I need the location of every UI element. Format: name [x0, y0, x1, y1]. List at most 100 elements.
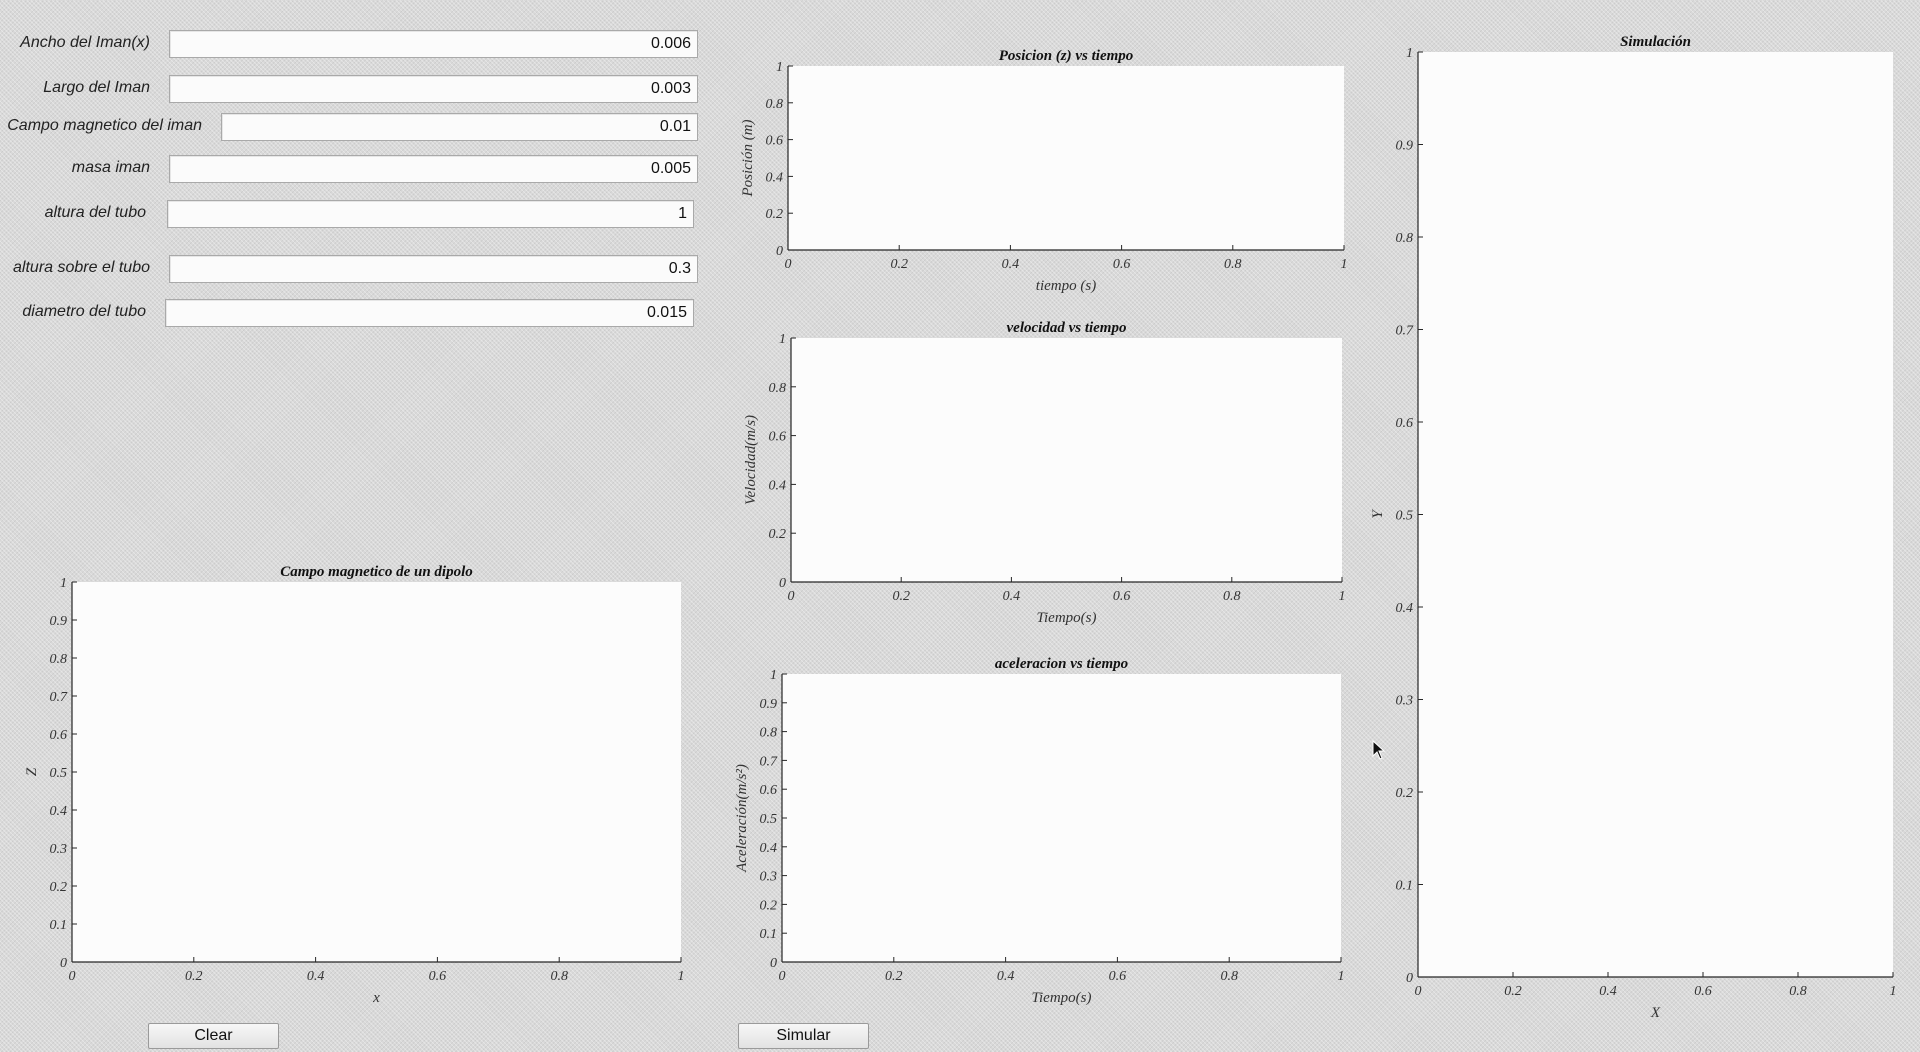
ancho-input[interactable]: 0.006	[169, 30, 698, 58]
y-tick-label: 0.9	[1396, 139, 1414, 154]
y-tick-label: 0.6	[766, 134, 784, 149]
y-tick-label: 0.4	[766, 170, 784, 185]
y-tick-label: 0.9	[760, 697, 778, 712]
x-tick-label: 0.4	[1599, 984, 1617, 999]
y-tick-label: 0	[776, 244, 783, 259]
x-axis-label: tiempo (s)	[1036, 278, 1096, 294]
plot-area-simulacion	[1418, 52, 1893, 977]
y-tick-label: 1	[776, 60, 783, 75]
y-tick-label: 0.2	[766, 207, 784, 222]
label-ancho: Ancho del Iman(x)	[20, 34, 150, 51]
y-tick-label: 0.2	[50, 880, 68, 895]
y-tick-label: 0.3	[1396, 694, 1414, 709]
x-tick-label: 1	[1339, 589, 1346, 604]
y-tick-label: 1	[770, 668, 777, 683]
x-tick-label: 0.4	[307, 969, 325, 984]
label-diametro: diametro del tubo	[22, 303, 146, 320]
x-axis-label: Tiempo(s)	[1032, 990, 1092, 1006]
altura-tubo-input[interactable]: 1	[167, 200, 694, 228]
chart-title: Simulación	[1620, 34, 1691, 50]
clear-button[interactable]: Clear	[148, 1023, 279, 1049]
x-tick-label: 0.6	[1109, 969, 1127, 984]
x-tick-label: 0.6	[1113, 589, 1131, 604]
y-tick-label: 0	[1406, 971, 1413, 986]
y-tick-label: 0.4	[769, 478, 787, 493]
masa-input[interactable]: 0.005	[169, 155, 698, 183]
chart-title: Campo magnetico de un dipolo	[280, 564, 473, 580]
y-tick-label: 0.4	[760, 841, 778, 856]
x-tick-label: 0.8	[1223, 589, 1241, 604]
y-tick-label: 0.3	[50, 842, 68, 857]
label-campo: Campo magnetico del iman	[7, 117, 202, 134]
x-tick-label: 0.2	[885, 969, 903, 984]
y-tick-label: 1	[1406, 46, 1413, 61]
y-tick-label: 0	[60, 956, 67, 971]
x-tick-label: 0	[779, 969, 786, 984]
y-axis-label: Z	[24, 767, 40, 776]
x-tick-label: 0.8	[1220, 969, 1238, 984]
x-tick-label: 0.2	[890, 257, 908, 272]
label-largo: Largo del Iman	[43, 79, 150, 96]
x-tick-label: 0.8	[1789, 984, 1807, 999]
y-axis-label: Velocidad(m/s)	[743, 415, 759, 505]
plot-area-aceleracion	[782, 674, 1341, 962]
x-tick-label: 1	[1338, 969, 1345, 984]
y-axis-label: Y	[1370, 509, 1386, 519]
y-tick-label: 0.2	[1396, 786, 1414, 801]
x-tick-label: 0.4	[997, 969, 1015, 984]
y-tick-label: 0.9	[50, 614, 68, 629]
y-tick-label: 0.8	[769, 381, 787, 396]
x-tick-label: 0.8	[550, 969, 568, 984]
chart-title: velocidad vs tiempo	[1007, 320, 1127, 336]
x-tick-label: 0.4	[1002, 257, 1020, 272]
y-tick-label: 0.7	[1396, 324, 1415, 339]
x-tick-label: 0.2	[1504, 984, 1522, 999]
x-axis-label: x	[372, 990, 380, 1006]
campo-input[interactable]: 0.01	[221, 113, 698, 141]
altura-sobre-input[interactable]: 0.3	[169, 255, 698, 283]
y-tick-label: 0.4	[50, 804, 68, 819]
y-tick-label: 0.6	[50, 728, 68, 743]
y-tick-label: 0.6	[760, 783, 778, 798]
y-tick-label: 0.5	[50, 766, 68, 781]
y-tick-label: 0.2	[760, 898, 778, 913]
plot-area-posicion	[788, 66, 1344, 250]
chart-title: Posicion (z) vs tiempo	[999, 48, 1134, 64]
x-tick-label: 0	[69, 969, 76, 984]
x-tick-label: 1	[1890, 984, 1897, 999]
plot-area-dipolo	[72, 582, 681, 962]
x-axis-label: Tiempo(s)	[1037, 610, 1097, 626]
label-altura-sobre: altura sobre el tubo	[13, 259, 150, 276]
diametro-input[interactable]: 0.015	[165, 299, 694, 327]
y-tick-label: 0	[770, 956, 777, 971]
y-tick-label: 0.3	[760, 870, 778, 885]
label-altura-tubo: altura del tubo	[44, 204, 146, 221]
x-tick-label: 0.8	[1224, 257, 1242, 272]
x-tick-label: 0.2	[185, 969, 203, 984]
y-tick-label: 0.1	[50, 918, 68, 933]
x-tick-label: 0.4	[1003, 589, 1021, 604]
y-tick-label: 0.1	[1396, 879, 1414, 894]
y-tick-label: 0	[779, 576, 786, 591]
y-tick-label: 1	[779, 332, 786, 347]
y-tick-label: 0.6	[1396, 416, 1414, 431]
x-axis-label: X	[1650, 1005, 1661, 1021]
largo-input[interactable]: 0.003	[169, 75, 698, 103]
y-tick-label: 0.2	[769, 527, 787, 542]
x-tick-label: 0.6	[1113, 257, 1131, 272]
x-tick-label: 1	[678, 969, 685, 984]
x-tick-label: 0.6	[429, 969, 447, 984]
simular-button[interactable]: Simular	[738, 1023, 869, 1049]
y-tick-label: 0.5	[760, 812, 778, 827]
y-axis-label: Posición (m)	[740, 119, 756, 197]
y-tick-label: 0.6	[769, 430, 787, 445]
x-tick-label: 1	[1341, 257, 1348, 272]
plot-area-velocidad	[791, 338, 1342, 582]
y-tick-label: 0.5	[1396, 509, 1414, 524]
label-masa: masa iman	[71, 159, 150, 176]
